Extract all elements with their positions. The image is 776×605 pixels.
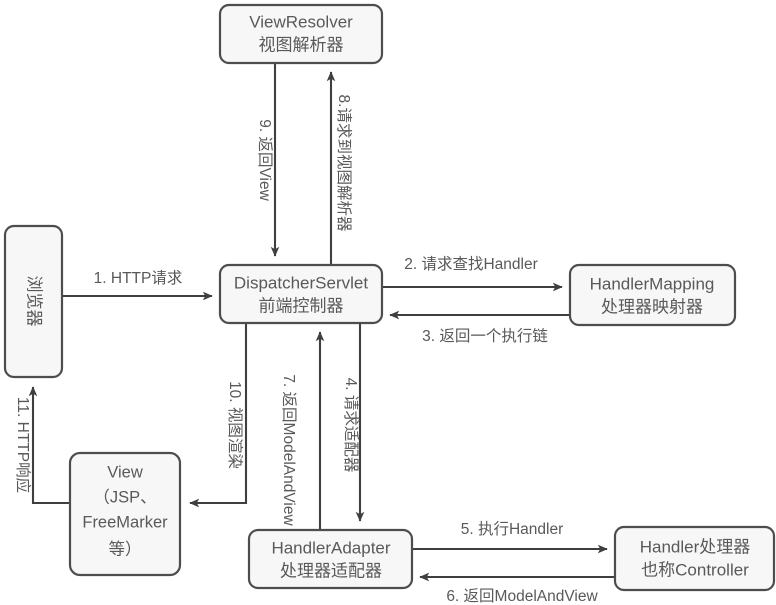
edge-1-http-request: 1. HTTP请求 — [62, 269, 213, 301]
edge-11-http-response: 11. HTTP响应 — [14, 386, 70, 505]
view-line-2: （JSP、 — [93, 487, 156, 506]
handler-box[interactable] — [613, 525, 776, 592]
handler-adapter-subtitle: 处理器适配器 — [280, 561, 382, 580]
browser-label: 浏览器 — [25, 276, 44, 327]
edge-8-request-to-view-resolver: 8.请求到视图解析器 — [326, 71, 353, 265]
edge-11-label: 11. HTTP响应 — [14, 397, 33, 493]
edge-5-label: 5. 执行Handler — [461, 520, 564, 538]
view-resolver-title: ViewResolver — [249, 12, 353, 31]
view-line-3: FreeMarker — [82, 513, 168, 531]
view-line-1: View — [107, 463, 143, 481]
edge-2-request-find-handler: 2. 请求查找Handler — [382, 255, 563, 292]
node-browser[interactable]: 浏览器 — [3, 224, 64, 379]
node-dispatcher-servlet[interactable]: DispatcherServlet 前端控制器 — [218, 263, 384, 325]
edge-10-label: 10. 视图渲染 — [226, 381, 244, 469]
node-view-resolver[interactable]: ViewResolver 视图解析器 — [218, 3, 384, 65]
node-handler-adapter[interactable]: HandlerAdapter 处理器适配器 — [247, 528, 414, 590]
edge-6-return-model-and-view: 6. 返回ModelAndView — [419, 572, 615, 605]
browser-box[interactable] — [3, 224, 64, 379]
view-resolver-box[interactable] — [218, 3, 384, 65]
edge-2-label: 2. 请求查找Handler — [404, 255, 538, 273]
edge-3-return-execution-chain: 3. 返回一个执行链 — [389, 310, 570, 345]
dispatcher-servlet-subtitle: 前端控制器 — [259, 296, 344, 315]
handler-adapter-box[interactable] — [247, 528, 414, 590]
edge-4-label: 4. 请求适配器 — [342, 378, 360, 473]
dispatcher-servlet-title: DispatcherServlet — [234, 273, 368, 292]
edge-3-label: 3. 返回一个执行链 — [422, 327, 548, 345]
edge-7-return-model-and-view: 7. 返回ModelAndView — [280, 331, 325, 530]
edge-6-label: 6. 返回ModelAndView — [446, 587, 598, 605]
node-handler-mapping[interactable]: HandlerMapping 处理器映射器 — [568, 263, 737, 327]
view-resolver-subtitle: 视图解析器 — [259, 35, 344, 54]
handler-subtitle: 也称Controller — [641, 560, 749, 579]
edge-7-label: 7. 返回ModelAndView — [280, 374, 298, 526]
handler-mapping-title: HandlerMapping — [590, 274, 715, 293]
edge-4-request-adapter: 4. 请求适配器 — [342, 323, 365, 522]
handler-mapping-subtitle: 处理器映射器 — [601, 297, 703, 316]
edge-9-return-view: 9. 返回View — [256, 63, 280, 257]
handler-adapter-title: HandlerAdapter — [271, 538, 390, 557]
view-line-4: 等） — [109, 539, 142, 558]
node-view[interactable]: View （JSP、 FreeMarker 等） — [68, 451, 182, 577]
handler-mapping-box[interactable] — [568, 263, 737, 327]
edge-9-label: 9. 返回View — [256, 119, 274, 201]
view-box[interactable] — [68, 451, 182, 577]
edge-5-execute-handler: 5. 执行Handler — [412, 520, 608, 554]
dispatcher-servlet-box[interactable] — [218, 263, 384, 325]
handler-title: Handler处理器 — [640, 537, 751, 556]
edge-10-view-render: 10. 视图渲染 — [189, 323, 248, 508]
edge-1-label: 1. HTTP请求 — [94, 269, 183, 287]
node-handler[interactable]: Handler处理器 也称Controller — [613, 525, 776, 592]
edge-8-label: 8.请求到视图解析器 — [335, 95, 353, 232]
